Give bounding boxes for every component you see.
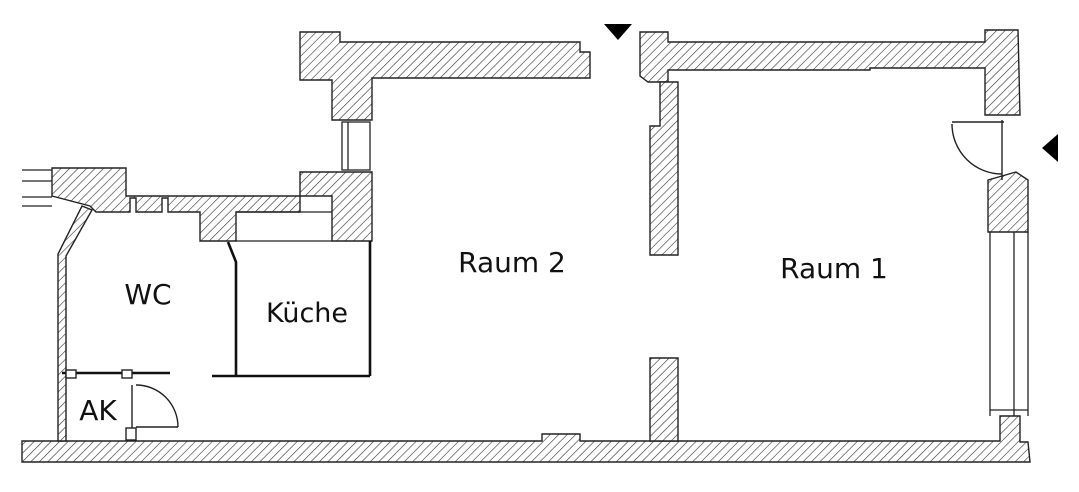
entrance-top-marker-icon	[604, 24, 632, 40]
wall-kueche-column	[299, 171, 373, 242]
door-ak	[65, 369, 179, 441]
wall-wc-left	[57, 205, 94, 442]
wall-top-wc	[51, 167, 301, 242]
entrance-right-marker-icon	[1042, 134, 1058, 162]
thin-lines	[22, 121, 1029, 416]
label-raum-2: Raum 2	[458, 246, 566, 279]
wall-bottom	[21, 415, 1031, 463]
label-wc: WC	[124, 278, 171, 311]
wall-top-raum2	[299, 31, 591, 121]
kueche-walls	[62, 241, 372, 378]
label-raum-1: Raum 1	[780, 252, 888, 285]
label-ak: AK	[79, 394, 117, 427]
door-raum1	[951, 120, 1004, 180]
wall-right-raum1	[987, 171, 1029, 233]
wall-partition-lower	[649, 357, 679, 442]
label-kueche: Küche	[266, 298, 348, 329]
wall-partition-upper	[649, 81, 679, 256]
walls	[21, 29, 1031, 463]
wall-top-raum1	[639, 29, 1021, 116]
